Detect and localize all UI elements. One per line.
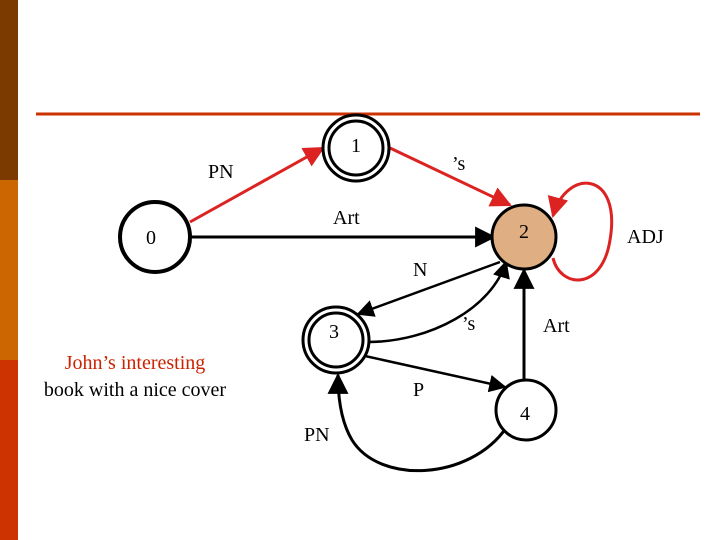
example-phrase-line-1: John’s interesting [64, 352, 206, 374]
edge-label-art-top: Art [333, 207, 360, 229]
state-3: 3 [301, 305, 371, 375]
edge-label-pn-top: PN [208, 161, 234, 183]
state-2-label: 2 [519, 221, 529, 243]
state-4-label: 4 [520, 403, 530, 425]
edge-label-possessive-lower: ’s [462, 313, 476, 335]
edge-0-to-1-pn [189, 146, 325, 224]
edge-2-to-3-n [356, 260, 501, 317]
edge-2-loop-adj [547, 181, 614, 282]
edge-label-adj: ADJ [627, 226, 664, 248]
sidebar-band-bottom [0, 360, 18, 540]
state-0-label: 0 [146, 227, 156, 249]
example-phrase-line-2: book with a nice cover [43, 379, 227, 401]
edge-label-p: P [413, 379, 424, 401]
edge-label-possessive-top: ’s [452, 153, 466, 175]
edge-1-to-2-possessive [389, 146, 512, 207]
state-1-label: 1 [351, 135, 361, 157]
state-4: 4 [494, 378, 558, 442]
edge-4-to-3-pn [327, 372, 508, 473]
state-3-label: 3 [329, 321, 339, 343]
state-0: 0 [118, 200, 192, 274]
sidebar-band-middle [0, 180, 18, 360]
state-2: 2 [490, 203, 558, 271]
edge-3-to-2-possessive [367, 260, 510, 344]
edge-label-art-right: Art [543, 315, 570, 337]
edge-label-pn-bottom: PN [304, 424, 330, 446]
example-phrase: John’s interesting book with a nice cove… [20, 350, 250, 404]
state-1: 1 [321, 113, 391, 183]
sidebar-band-top [0, 0, 18, 180]
edge-label-n: N [413, 259, 427, 281]
edge-3-to-4-p [364, 354, 507, 393]
